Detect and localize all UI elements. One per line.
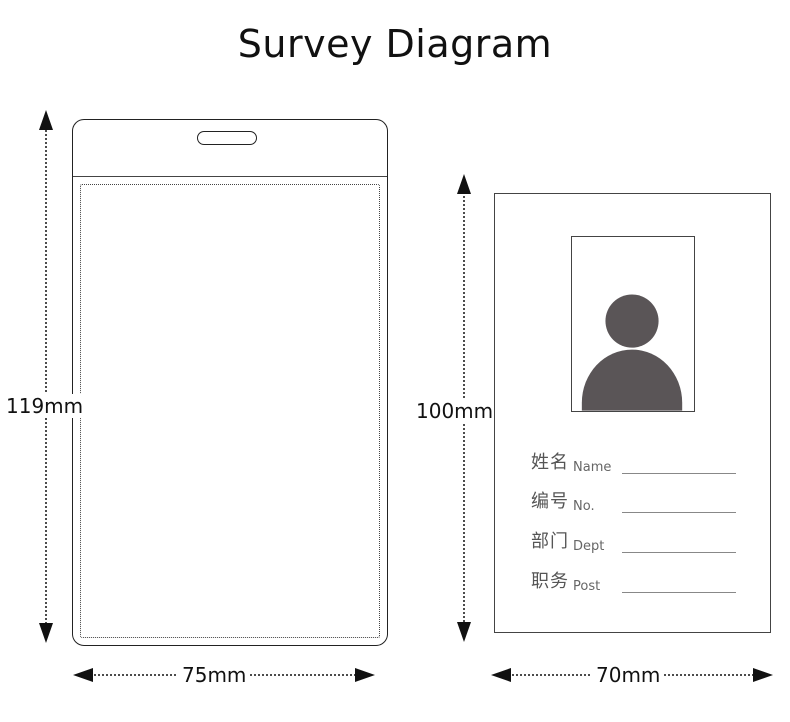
field-post-en: Post [573, 579, 601, 594]
photo-box [571, 236, 695, 412]
field-dept-line [622, 552, 736, 553]
page-title: Survey Diagram [237, 22, 553, 66]
id-card: 姓名 Name 编号 No. 部门 Dept 职务 Post [494, 193, 771, 633]
field-number-line [622, 512, 736, 513]
field-number-cn: 编号 [531, 491, 569, 512]
field-dept-en: Dept [573, 539, 605, 554]
arrow-right-icon [355, 668, 375, 682]
arrow-up-icon [457, 174, 471, 194]
field-name: 姓名 Name [531, 450, 736, 476]
card-width-label: 70mm [592, 663, 665, 687]
holder-width-label: 75mm [178, 663, 251, 687]
field-number: 编号 No. [531, 489, 736, 515]
field-name-line [622, 473, 736, 474]
field-number-en: No. [573, 499, 595, 514]
field-post: 职务 Post [531, 569, 736, 595]
arrow-left-icon [73, 668, 93, 682]
arrow-left-icon [491, 668, 511, 682]
field-dept-cn: 部门 [531, 531, 569, 552]
field-dept: 部门 Dept [531, 529, 736, 555]
lanyard-slot [197, 131, 257, 145]
arrow-right-icon [753, 668, 773, 682]
field-post-cn: 职务 [531, 571, 569, 592]
arrow-up-icon [39, 110, 53, 130]
badge-holder [72, 119, 388, 646]
holder-seam [73, 176, 387, 177]
card-height-label: 100mm [416, 399, 494, 423]
arrow-down-icon [457, 622, 471, 642]
person-silhouette-icon [581, 294, 683, 411]
field-post-line [622, 592, 736, 593]
field-name-cn: 姓名 [531, 452, 569, 473]
field-name-en: Name [573, 460, 612, 475]
holder-window [80, 184, 380, 638]
holder-height-label: 119mm [6, 394, 84, 418]
arrow-down-icon [39, 623, 53, 643]
